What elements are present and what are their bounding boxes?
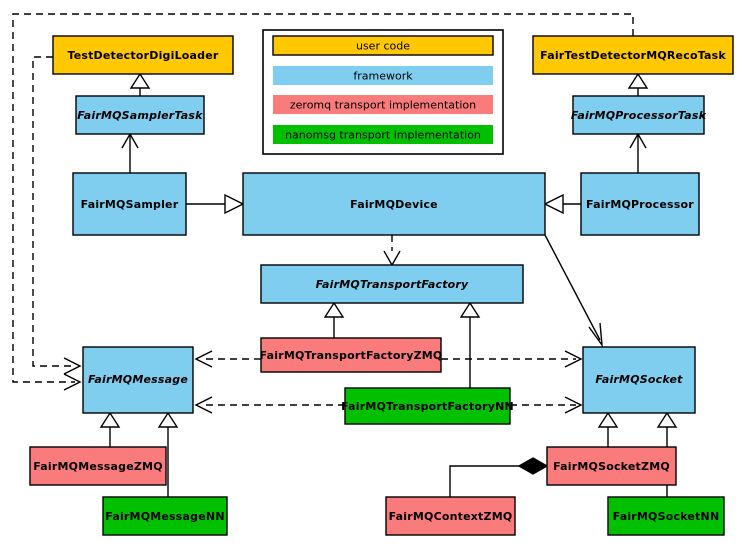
edge-sampler-samplertask <box>121 132 139 173</box>
node-fairmqsocketnn[interactable]: FairMQSocketNN <box>607 496 725 536</box>
node-fairmqsamplertask[interactable]: FairMQSamplerTask <box>75 95 205 135</box>
node-label-fairmqsocket: FairMQSocket <box>595 373 683 386</box>
edge-factorynn-transportfactory <box>459 301 481 388</box>
edge-device-transportfactory <box>383 235 401 267</box>
node-box[interactable] <box>344 387 511 425</box>
node-fairmqmessagenn[interactable]: FairMQMessageNN <box>102 496 228 536</box>
node-fairmqcontextzmq[interactable]: FairMQContextZMQ <box>385 496 516 536</box>
node-fairmqsocket[interactable]: FairMQSocket <box>582 346 696 414</box>
legend-swatch-zeromq <box>273 95 493 114</box>
node-fairmqtransportfactoryzmq[interactable]: FairMQTransportFactoryZMQ <box>260 337 443 373</box>
node-label-fairmqsampler: FairMQSampler <box>81 198 179 211</box>
node-fairmqmessage[interactable]: FairMQMessage <box>82 346 194 414</box>
edge-messagenn-message <box>157 411 179 497</box>
legend-item-user-code: user code <box>272 35 494 56</box>
node-label-fairmqcontextzmq: FairMQContextZMQ <box>389 510 513 523</box>
edge-factoryzmq-message <box>194 350 261 368</box>
legend-label-nanomsg: nanomsg transport implementation <box>285 129 481 142</box>
legend-item-zeromq: zeromq transport implementation <box>273 95 493 114</box>
node-label-fairmqsamplertask: FairMQSamplerTask <box>77 109 203 122</box>
node-box[interactable] <box>260 264 524 304</box>
node-fairtestdetectormqrecotask[interactable]: FairTestDetectorMQRecoTask <box>532 35 734 75</box>
node-label-fairmqmessage: FairMQMessage <box>88 373 188 386</box>
node-label-fairmqdevice: FairMQDevice <box>350 198 438 211</box>
node-fairmqsocketzmq[interactable]: FairMQSocketZMQ <box>546 446 677 486</box>
edge-factoryzmq-transportfactory <box>323 301 345 338</box>
node-fairmqtransportfactorynn[interactable]: FairMQTransportFactoryNN <box>341 387 514 425</box>
edge-recotask-processortask <box>627 72 649 96</box>
edge-fairtestdetectormqrecotask-to-fairmqmessage <box>32 56 82 375</box>
node-fairmqtransportfactory[interactable]: FairMQTransportFactory <box>260 264 524 304</box>
node-box[interactable] <box>102 496 228 536</box>
edge-contextzmq-socketzmq <box>449 457 549 497</box>
node-testdetectordigiloader[interactable]: TestDetectorDigiLoader <box>52 35 234 75</box>
edge-processor-device <box>543 193 581 215</box>
legend-swatch-framework <box>273 66 493 85</box>
node-box[interactable] <box>72 172 187 236</box>
edge-processor-processortask <box>629 132 647 173</box>
node-fairmqprocessor[interactable]: FairMQProcessor <box>580 172 700 236</box>
node-label-fairtestdetectormqrecotask: FairTestDetectorMQRecoTask <box>540 49 726 62</box>
node-label-fairmqmessagezmq: FairMQMessageZMQ <box>33 460 163 473</box>
node-box[interactable] <box>572 95 705 135</box>
edge-socketzmq-socket <box>597 411 619 447</box>
edge-factorynn-message <box>194 396 345 414</box>
node-label-fairmqtransportfactoryzmq: FairMQTransportFactoryZMQ <box>260 349 443 362</box>
node-label-fairmqprocessortask: FairMQProcessorTask <box>571 109 707 122</box>
node-box[interactable] <box>580 172 700 236</box>
node-label-fairmqtransportfactorynn: FairMQTransportFactoryNN <box>341 400 514 413</box>
node-fairmqmessagezmq[interactable]: FairMQMessageZMQ <box>29 446 167 486</box>
node-label-fairmqsocketzmq: FairMQSocketZMQ <box>553 460 670 473</box>
node-box[interactable] <box>546 446 677 486</box>
edge-sampler-device <box>186 193 245 215</box>
legend-item-nanomsg: nanomsg transport implementation <box>273 125 493 144</box>
edge-messagezmq-message <box>99 411 121 447</box>
node-box[interactable] <box>242 172 546 236</box>
node-box[interactable] <box>582 346 696 414</box>
edge-factoryzmq-socket <box>441 350 583 368</box>
legend-label-zeromq: zeromq transport implementation <box>290 99 476 112</box>
node-box[interactable] <box>260 337 442 373</box>
node-box[interactable] <box>532 35 734 75</box>
node-box[interactable] <box>385 496 516 536</box>
node-fairmqsampler[interactable]: FairMQSampler <box>72 172 187 236</box>
edge-factorynn-socket <box>510 396 583 414</box>
legend-label-user-code: user code <box>356 40 410 53</box>
node-fairmqprocessortask[interactable]: FairMQProcessorTask <box>571 95 707 135</box>
edge-device-socket <box>544 234 603 348</box>
legend-swatch-user-code <box>272 35 494 56</box>
legend-swatch-nanomsg <box>273 125 493 144</box>
node-box[interactable] <box>607 496 725 536</box>
node-box[interactable] <box>82 346 194 414</box>
node-box[interactable] <box>52 35 234 75</box>
node-label-fairmqmessagenn: FairMQMessageNN <box>105 510 224 523</box>
legend-label-framework: framework <box>353 70 413 83</box>
node-label-fairmqtransportfactory: FairMQTransportFactory <box>316 278 469 291</box>
node-box[interactable] <box>29 446 167 486</box>
node-fairmqdevice[interactable]: FairMQDevice <box>242 172 546 236</box>
edge-testdetectordigiloader-to-fairmqmessage <box>12 13 634 391</box>
edge-digiloader-samplertask <box>129 72 151 96</box>
node-box[interactable] <box>75 95 205 135</box>
node-label-fairmqprocessor: FairMQProcessor <box>586 198 694 211</box>
node-label-testdetectordigiloader: TestDetectorDigiLoader <box>67 49 218 62</box>
legend-item-framework: framework <box>273 66 493 85</box>
node-label-fairmqsocketnn: FairMQSocketNN <box>613 510 720 523</box>
